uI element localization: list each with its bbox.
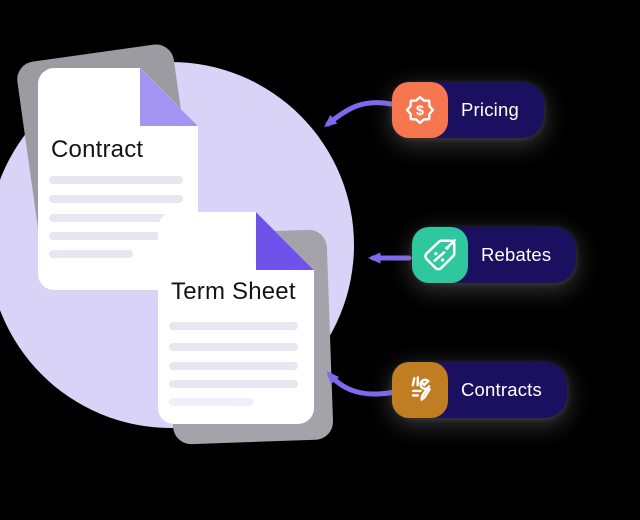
document-title: Contract [51,136,144,163]
text-line [49,214,183,222]
term-sheet-document: Term Sheet [158,212,314,424]
text-line [49,232,183,240]
pricing-tag: $ Pricing [392,82,544,138]
text-line [169,322,298,330]
tag-label: Contracts [461,379,542,400]
text-line [49,250,133,258]
arrow-contracts [326,371,403,397]
text-line [169,398,253,406]
document-title: Term Sheet [171,278,296,305]
text-line [169,380,298,388]
text-line [169,362,298,370]
tag-label: Rebates [481,244,552,265]
rebates-tag: Rebates [412,227,577,283]
contract-document: Contract [38,68,198,290]
price-seal-icon: $ [392,82,448,138]
signed-contract-icon [392,362,448,418]
contracts-tag: Contracts [392,362,567,418]
text-line [49,195,183,203]
svg-text:$: $ [416,103,424,119]
arrow-pricing [324,100,394,128]
text-line [169,343,298,351]
discount-tag-icon [412,227,468,283]
text-line [49,176,183,184]
tag-label: Pricing [461,99,519,120]
